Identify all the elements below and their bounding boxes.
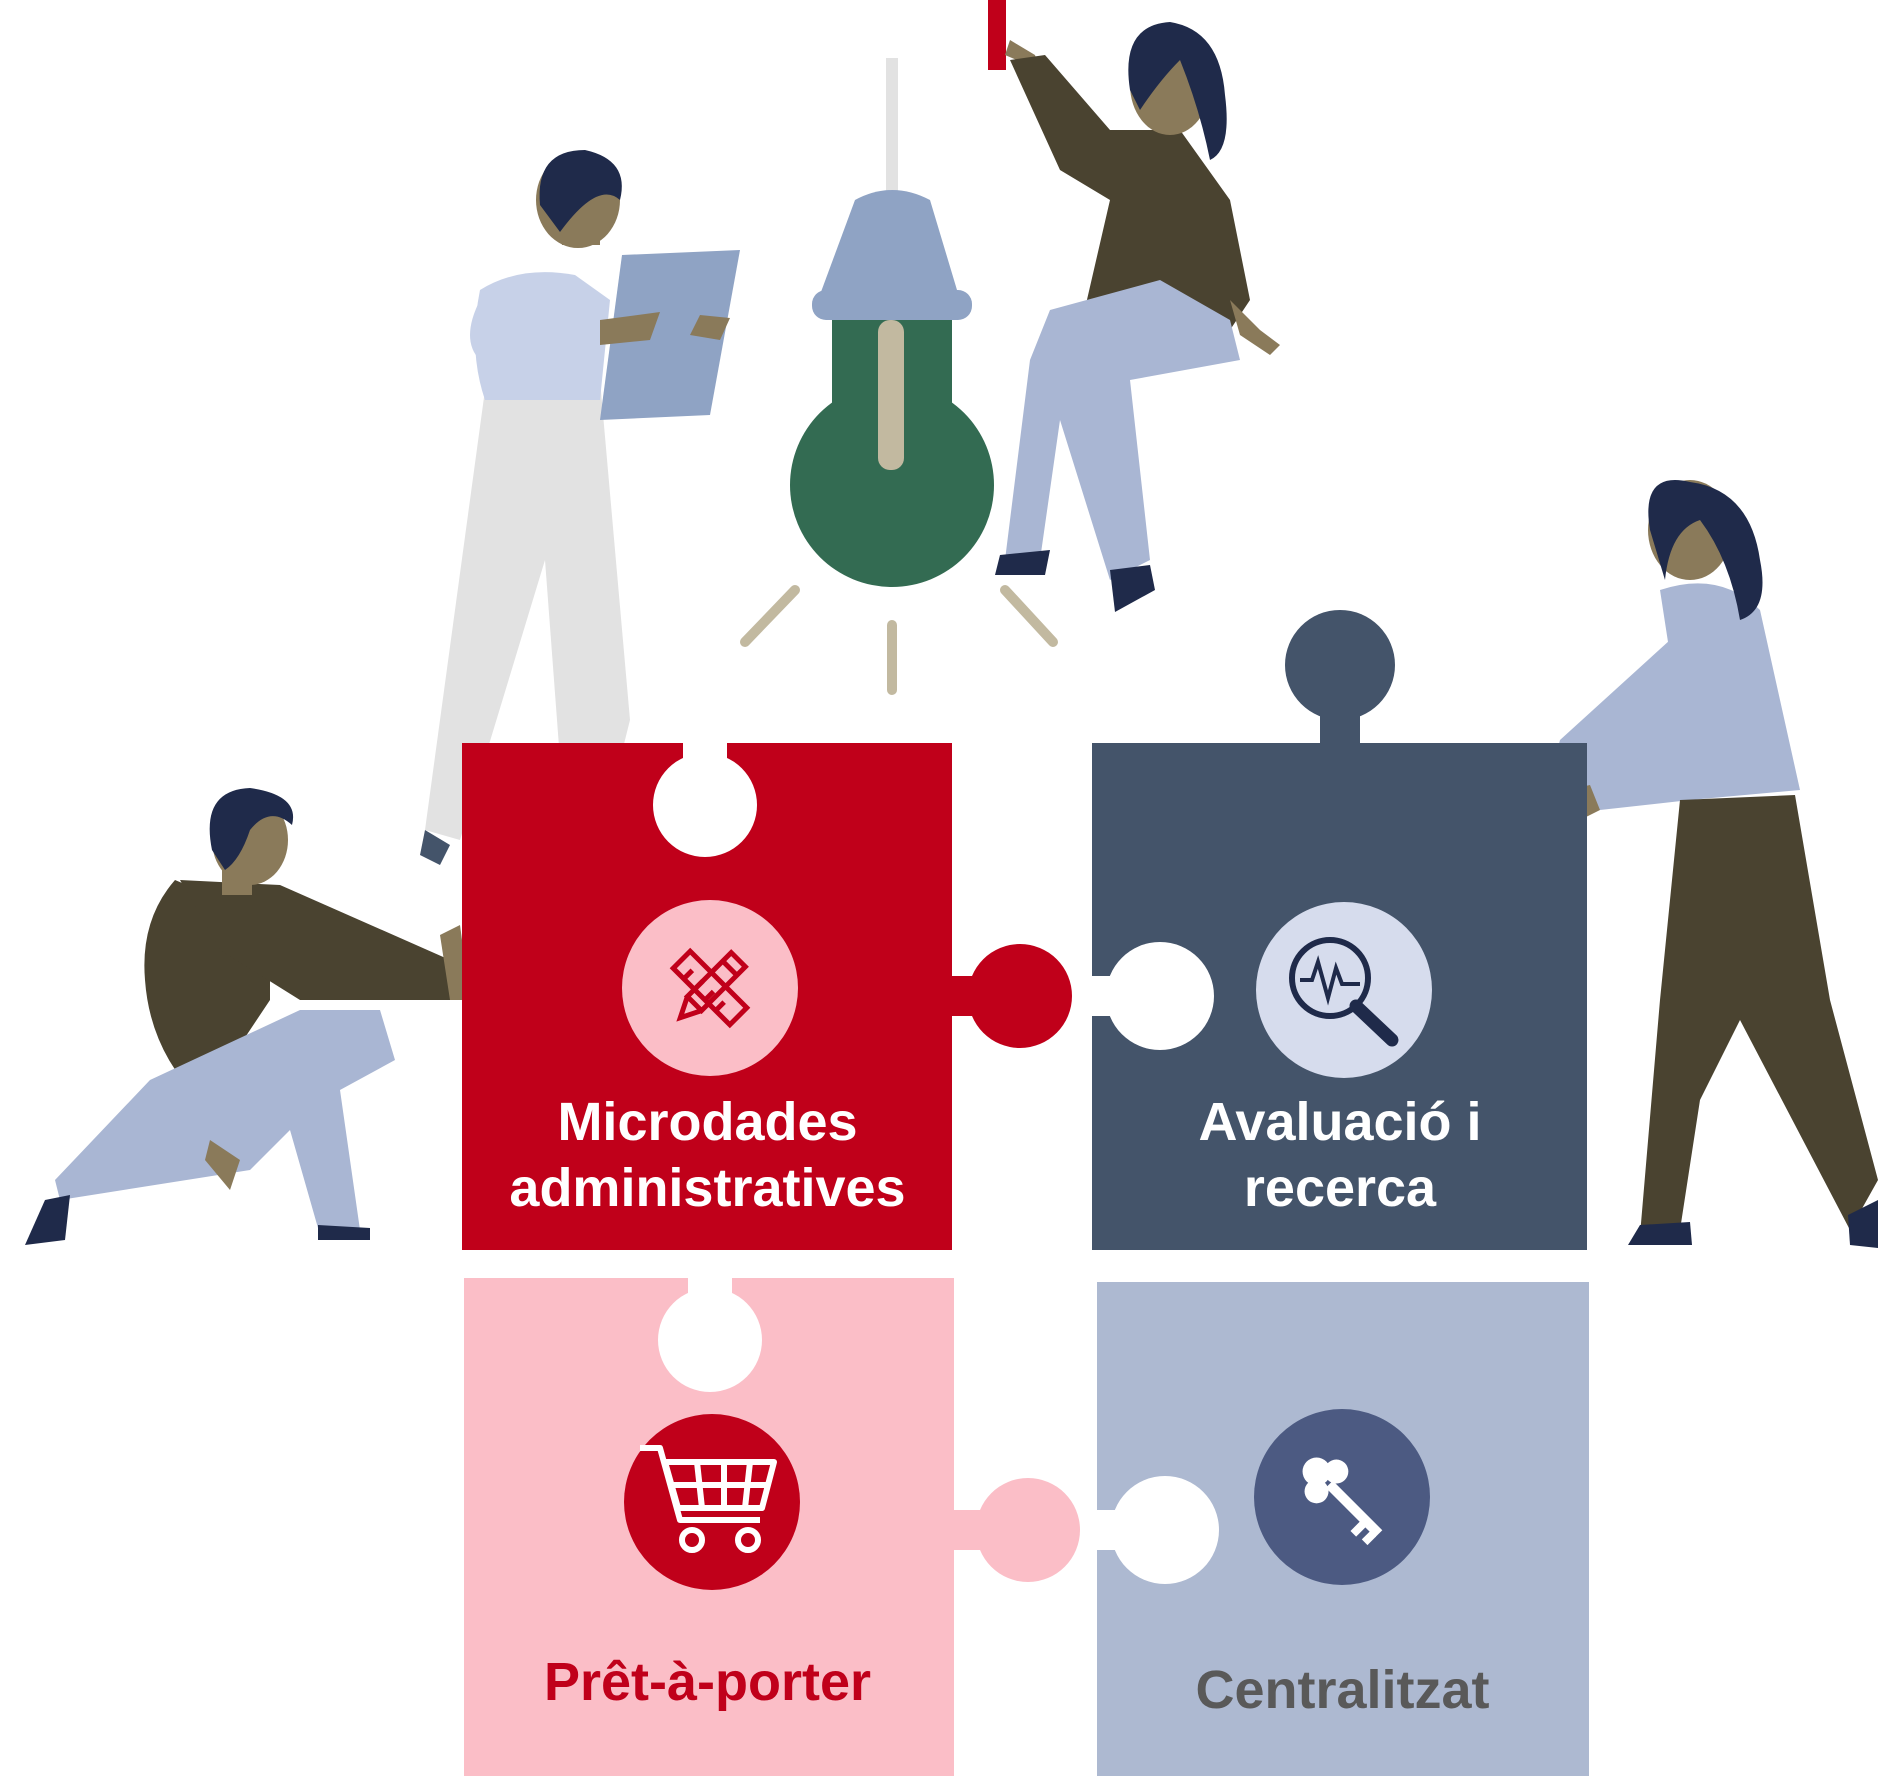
magnifier-pulse-icon <box>1256 902 1432 1078</box>
piece-microdades <box>462 743 1072 1250</box>
label-line: Microdades <box>557 1092 858 1152</box>
key-icon <box>1254 1409 1430 1585</box>
label-centralitzat: Centralitzat <box>1100 1658 1585 1724</box>
label-microdades: Microdades administratives <box>470 1090 945 1222</box>
label-pret: Prêt-à-porter <box>470 1650 945 1716</box>
label-line: Prêt-à-porter <box>543 1652 872 1712</box>
pencil-ruler-icon <box>622 900 798 1076</box>
lightbulb-icon <box>740 58 1058 695</box>
person-pushing-right <box>1545 480 1878 1248</box>
label-line: Centralitzat <box>1195 1660 1490 1720</box>
label-line: Avaluació i <box>1198 1092 1482 1152</box>
label-line: administratives <box>509 1157 906 1218</box>
label-line: recerca <box>1243 1157 1437 1218</box>
person-sitting-top <box>995 22 1280 612</box>
label-avaluacio: Avaluació i recerca <box>1095 1090 1585 1222</box>
person-kneeling-left <box>25 788 470 1245</box>
shopping-cart-icon <box>624 1414 800 1590</box>
accent-bar <box>988 0 1006 70</box>
person-with-clipboard <box>420 150 740 865</box>
puzzle-knob <box>1285 610 1395 720</box>
